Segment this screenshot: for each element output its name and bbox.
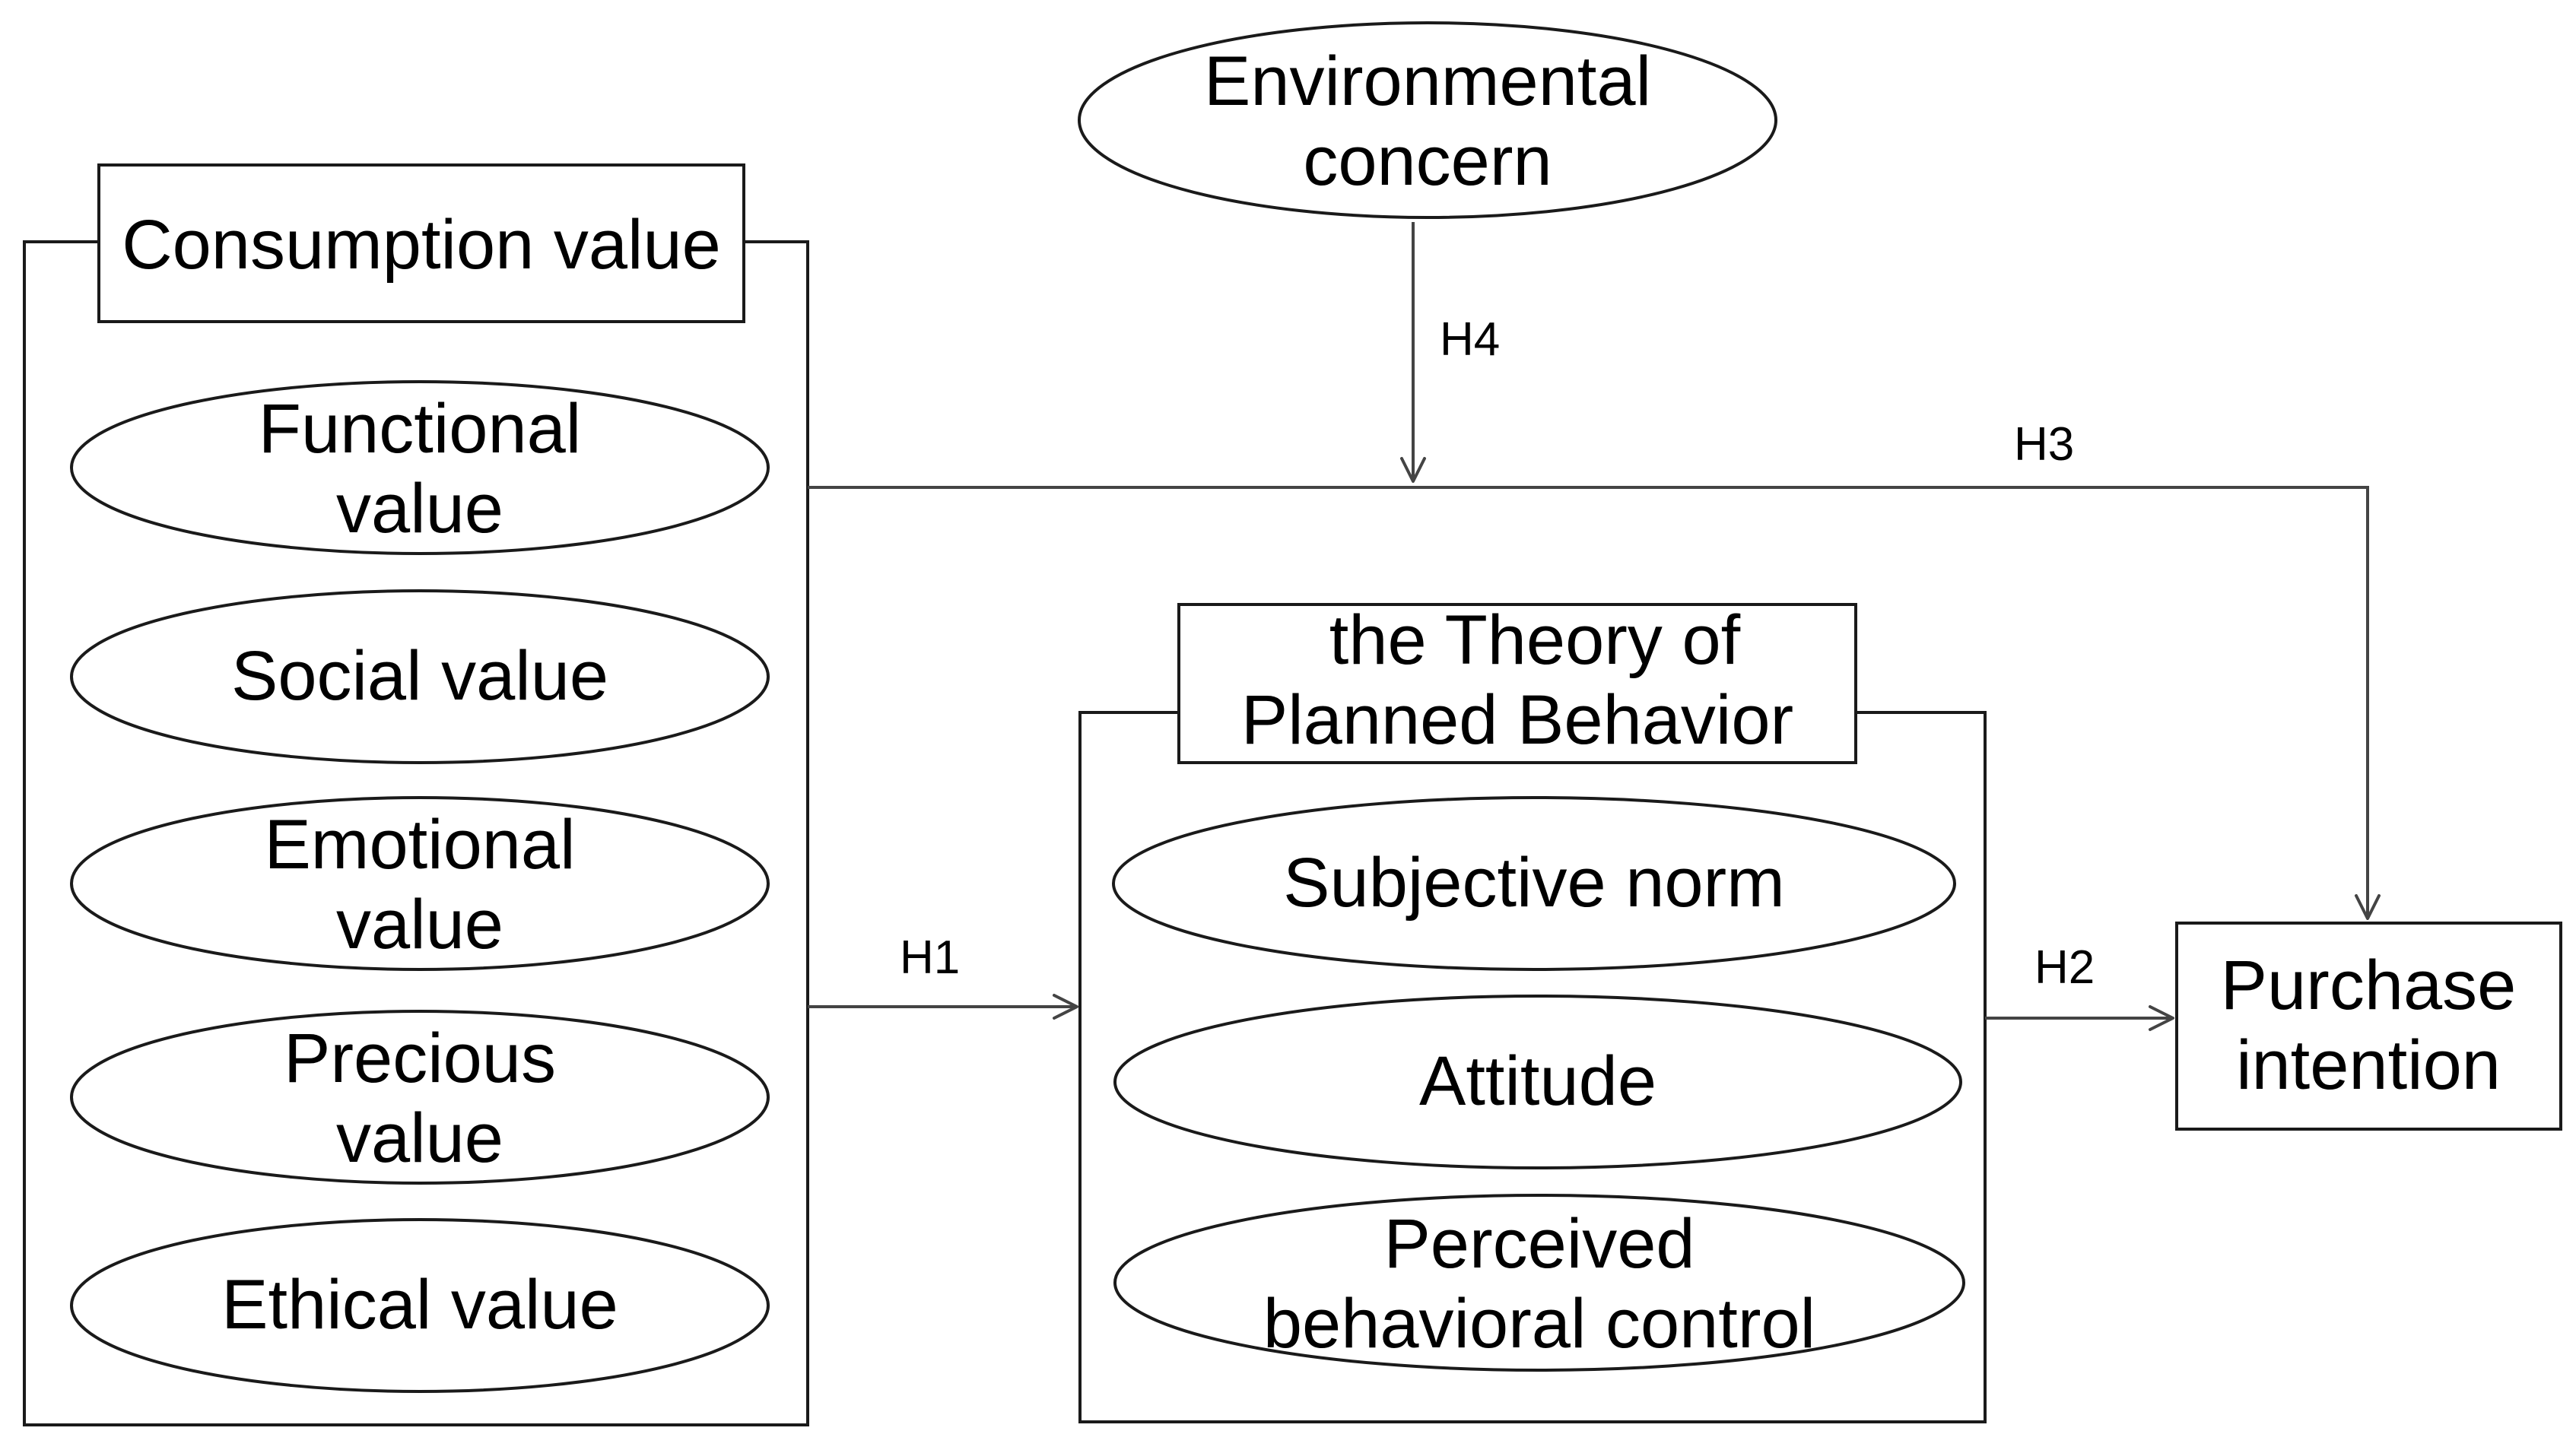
h3-label: H3 — [2014, 418, 2074, 471]
social-value-label: Social value — [231, 637, 608, 715]
attitude-node: Attitude — [1113, 995, 1962, 1169]
h3-arrow — [808, 486, 2381, 920]
subjective-norm-label: Subjective norm — [1283, 844, 1785, 922]
environmental-concern-node: Environmental concern — [1078, 21, 1777, 219]
tpb-frame — [1078, 711, 1987, 1423]
consumption-value-title-box — [97, 163, 745, 323]
consumption-value-frame — [23, 240, 809, 1426]
h2-arrow — [1985, 1005, 2174, 1031]
attitude-label: Attitude — [1419, 1042, 1656, 1120]
tpb-title-box — [1177, 603, 1857, 764]
functional-value-line-1: Functional — [259, 390, 581, 468]
emotional-value-line-1: Emotional — [264, 806, 575, 884]
emotional-value-line-2: value — [336, 886, 503, 963]
environmental-concern-line-1: Environmental — [1204, 43, 1651, 120]
subjective-norm-node: Subjective norm — [1112, 796, 1956, 971]
h2-label: H2 — [2034, 941, 2095, 994]
tpb-title-line-2: Planned Behavior — [1241, 681, 1793, 759]
functional-value-node: Functional value — [70, 380, 770, 555]
tpb-group: the Theory of Planned Behavior Subjectiv… — [1078, 601, 1987, 1423]
purchase-intention-node: Purchase intention — [2175, 922, 2562, 1131]
emotional-value-node: Emotional value — [70, 796, 770, 971]
h4-label: H4 — [1440, 313, 1500, 366]
perceived-behavioral-control-node: Perceived behavioral control — [1113, 1194, 1965, 1372]
consumption-value-group: Consumption value Functional value Socia… — [23, 163, 809, 1426]
ethical-value-label: Ethical value — [221, 1266, 618, 1344]
consumption-value-title: Consumption value — [122, 206, 721, 284]
h1-label: H1 — [900, 931, 960, 984]
h4-arrow — [1400, 222, 1426, 483]
precious-value-line-2: value — [336, 1099, 503, 1177]
purchase-intention-line-1: Purchase — [2221, 947, 2517, 1024]
environmental-concern-line-2: concern — [1303, 122, 1552, 200]
h1-arrow — [808, 994, 1078, 1020]
precious-value-line-1: Precious — [284, 1020, 556, 1097]
purchase-intention-line-2: intention — [2236, 1026, 2501, 1104]
perceived-behavioral-control-line-2: behavioral control — [1263, 1285, 1815, 1363]
precious-value-node: Precious value — [70, 1010, 770, 1185]
perceived-behavioral-control-line-1: Perceived — [1383, 1205, 1695, 1283]
functional-value-line-2: value — [336, 470, 503, 547]
tpb-title-line-1: the Theory of — [1329, 601, 1741, 679]
ethical-value-node: Ethical value — [70, 1218, 770, 1393]
social-value-node: Social value — [70, 589, 770, 764]
